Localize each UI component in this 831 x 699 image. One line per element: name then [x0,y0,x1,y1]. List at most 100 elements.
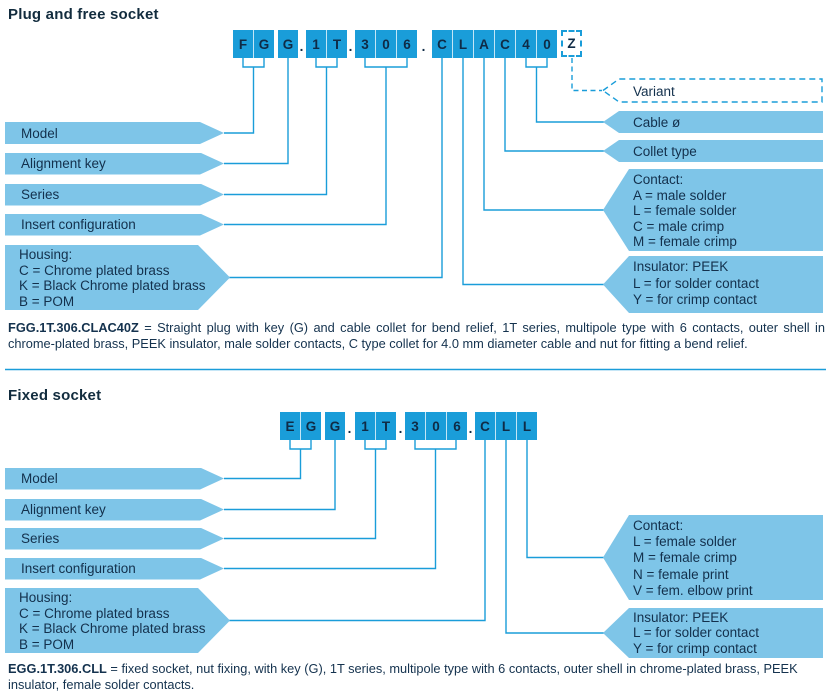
code-cell: G [253,30,274,58]
fixed-code-group-insert: 3 0 6 [405,412,467,440]
housing-line: Housing: [19,590,73,605]
code-separator: . [348,39,353,54]
label-text: Model [21,125,58,141]
code-cell: F [238,36,248,52]
code-cell: 0 [375,30,396,58]
code-cell: L [495,412,516,440]
housing-line: K = Black Chrome plated brass [19,278,206,293]
housing-line: B = POM [19,636,75,652]
insulator-line: Insulator: PEEK [633,610,729,625]
fixed-description-code: EGG.1T.306.CLL [8,661,107,676]
plug-alignment-line [224,58,289,165]
code-separator: . [398,421,403,436]
contact-line: C = male crimp [633,218,725,234]
fixed-label-insert-configuration: Insert configuration [5,558,224,580]
code-cell: 0 [425,412,446,440]
code-cell: 0 [536,30,557,58]
fixed-model-line [224,449,302,480]
plug-cable-line [535,67,604,123]
label-text: Model [21,471,58,486]
plug-label-variant: Variant [633,83,675,99]
code-separator: . [299,39,304,54]
contact-line: N = female print [633,566,729,582]
fixed-alignment-line [224,440,336,511]
code-cell: A [473,30,494,58]
fixed-code-group-model: E G [280,412,321,440]
code-cell: 6 [446,412,467,440]
label-text: Insert configuration [21,217,136,232]
code-separator: . [347,421,352,436]
fixed-insulator-block: Insulator: PEEK L = for solder contact Y… [603,608,823,658]
code-cell: 1 [312,36,320,52]
plug-description-text: = Straight plug with key (G) and cable c… [8,320,825,351]
fixed-label-alignment-key: Alignment key [5,499,224,521]
label-text: Series [21,187,60,202]
code-cell: C [494,30,515,58]
contact-line: A = male solder [633,187,727,203]
fixed-code-group-body: C L L [475,412,537,440]
plug-insulator-line [462,58,604,286]
fixed-label-series: Series [5,528,224,550]
code-cell: 6 [396,30,417,58]
plug-code-group-model: F G [233,30,274,58]
code-cell: 3 [361,36,369,52]
code-cell: T [375,412,396,440]
fixed-model-bracket [289,440,312,450]
label-text: Insert configuration [21,561,136,576]
fixed-insulator-line [505,440,604,634]
fixed-code-group-series: 1 T [355,412,396,440]
label-text: Alignment key [21,502,106,517]
plug-description-code: FGG.1T.306.CLAC40Z [8,320,139,335]
code-cell: C [437,36,447,52]
label-text: Series [21,531,60,546]
insulator-line: Insulator: PEEK [633,259,729,274]
plug-label-model: Model [5,122,224,144]
fixed-code-group-key: G [325,412,345,440]
code-cell: G [300,412,321,440]
plug-label-insert-configuration: Insert configuration [5,214,224,236]
contact-line: Contact: [633,172,684,187]
plug-label-series: Series [5,184,224,206]
plug-code-group-key: G [278,30,298,58]
plug-insert-bracket [364,58,408,68]
plug-code-group-series: 1 T [306,30,347,58]
fixed-contact-block: Contact: L = female solder M = female cr… [603,515,823,600]
code-separator: . [468,421,473,436]
code-cell: T [326,30,347,58]
plug-series-bracket [315,58,338,68]
contact-line: V = fem. elbow print [633,582,753,598]
plug-variant-line [571,58,602,92]
code-cell: 3 [411,418,419,434]
plug-contact-line [483,58,604,211]
code-cell: E [285,418,295,434]
fixed-label-model: Model [5,468,224,490]
plug-insulator-block: Insulator: PEEK L = for solder contact Y… [603,256,823,313]
housing-line: C = Chrome plated brass [19,262,170,278]
plug-code-variant-cell: Z [561,30,582,57]
plug-label-alignment-key: Alignment key [5,153,224,175]
fixed-housing-block: Housing: C = Chrome plated brass K = Bla… [5,588,230,653]
code-separator: . [421,39,426,54]
contact-line: M = female crimp [633,234,737,250]
label-text: Collet type [633,143,697,159]
plug-series-line [224,67,328,196]
variant-arrow-shape [601,78,823,103]
contact-line: M = female crimp [633,550,737,566]
contact-line: Contact: [633,518,684,533]
plug-housing-block: Housing: C = Chrome plated brass K = Bla… [5,245,230,310]
fixed-description-text: = fixed socket, nut fixing, with key (G)… [8,661,798,692]
fixed-housing-line [228,440,486,622]
fixed-insert-bracket [414,440,457,450]
housing-line: K = Black Chrome plated brass [19,621,206,636]
code-cell: 1 [361,418,369,434]
code-cell: C [480,418,490,434]
label-text: Alignment key [21,156,106,171]
plug-label-cable-diameter: Cable ø [603,111,823,133]
fixed-series-bracket [364,440,387,450]
plug-model-bracket [242,58,265,68]
insulator-line: L = for solder contact [633,275,759,291]
housing-line: C = Chrome plated brass [19,605,170,621]
housing-line: Housing: [19,247,73,262]
